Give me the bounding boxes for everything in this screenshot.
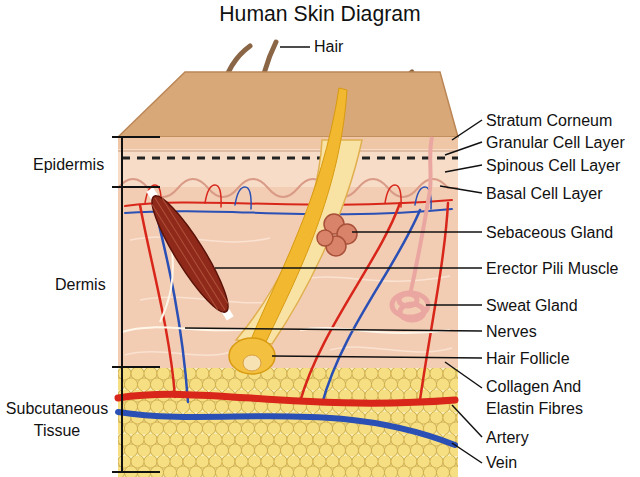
artery [118, 394, 455, 403]
label-slot: Spinous Cell Layer [486, 155, 620, 177]
leader-line [445, 142, 482, 155]
part-label: Sweat Gland [486, 295, 578, 317]
leader-line [440, 186, 482, 193]
gland-lobe [317, 230, 333, 246]
fibre [130, 237, 270, 242]
part-label: Erector Pili Muscle [486, 258, 618, 280]
layer-label: Subcutaneous Tissue [0, 398, 114, 441]
leader-line [445, 165, 482, 172]
sebaceous-gland [317, 214, 357, 256]
fat-tissue [118, 368, 458, 477]
bracket-tick [112, 136, 160, 138]
nerve [160, 250, 173, 322]
part-label: Artery [486, 427, 529, 449]
epidermis-layer [118, 137, 458, 187]
part-label: Sebaceous Gland [486, 222, 613, 244]
leader-line [280, 46, 310, 48]
label-slot: Granular Cell Layer [486, 132, 625, 154]
erector-pili-muscle [138, 182, 242, 326]
basal-layer [118, 179, 458, 197]
hair-follicle [229, 88, 362, 374]
label-slot: Vein [486, 452, 517, 474]
bracket-tick [112, 366, 160, 368]
layer-label: Dermis [55, 274, 106, 296]
label-slot: Nerves [486, 321, 537, 343]
leader-line [272, 356, 482, 358]
hair-bulb [229, 338, 275, 374]
label-slot: Basal Cell Layer [486, 183, 603, 205]
muscle-fibre [155, 198, 225, 310]
leader-line [426, 304, 482, 306]
part-label: Collagen And Elastin Fibres [486, 376, 621, 419]
label-slot: Erector Pili Muscle [486, 258, 618, 280]
part-label: Hair Follicle [486, 348, 570, 370]
leader-line [452, 405, 482, 437]
part-label: Nerves [486, 321, 537, 343]
capillary-loop [235, 187, 251, 209]
layer-label: Epidermis [33, 154, 104, 176]
part-label: Hair [314, 36, 343, 58]
hair-shaft [250, 88, 347, 342]
capillary-loop [205, 185, 221, 207]
leader-line [445, 362, 482, 388]
leader-line [352, 231, 482, 233]
label-slot: Hair Follicle [486, 348, 570, 370]
skin-surface [118, 72, 458, 137]
label-slot: Human Skin Diagram [0, 0, 640, 29]
sweat-coil [399, 294, 417, 306]
muscle-body [142, 189, 238, 319]
sweat-gland [392, 137, 432, 320]
label-slot: Artery [486, 427, 529, 449]
label-slot: Dermis [55, 274, 106, 296]
stratum-corneum [118, 137, 458, 149]
part-label: Vein [486, 452, 517, 474]
part-label: Granular Cell Layer [486, 132, 625, 154]
label-slot: Epidermis [33, 154, 104, 176]
part-label: Spinous Cell Layer [486, 155, 620, 177]
diagram-title: Human Skin Diagram [0, 0, 640, 29]
label-slot: Collagen And Elastin Fibres [486, 376, 621, 419]
muscle-fibre [152, 205, 218, 310]
bracket-tick [112, 186, 160, 188]
label-slot: Stratum Corneum [486, 110, 612, 132]
label-slot: Sebaceous Gland [486, 222, 613, 244]
bracket-tick [112, 471, 160, 473]
dermal-papilla [243, 355, 261, 371]
dermis-layer [118, 137, 458, 477]
leader-line [185, 328, 482, 331]
label-slot: Hair [314, 36, 343, 58]
layer-line [118, 151, 458, 152]
fibre [330, 347, 452, 352]
vein-branch [322, 210, 420, 404]
layer-bracket [112, 137, 160, 472]
vein [118, 412, 455, 445]
leader-line [215, 267, 482, 269]
fibre [300, 276, 450, 281]
part-label: Stratum Corneum [486, 110, 612, 132]
label-slot: Subcutaneous Tissue [0, 398, 114, 441]
leader-line [452, 120, 482, 140]
leader-line [452, 443, 482, 463]
artery-branch [125, 200, 452, 206]
part-label: Basal Cell Layer [486, 183, 603, 205]
sweat-duct [410, 137, 432, 295]
leader-lines [185, 47, 482, 463]
muscle-fibre [162, 198, 228, 303]
label-slot: Sweat Gland [486, 295, 578, 317]
fibre [125, 352, 230, 356]
granular-cells [122, 157, 458, 160]
capillary-loop [385, 185, 401, 207]
